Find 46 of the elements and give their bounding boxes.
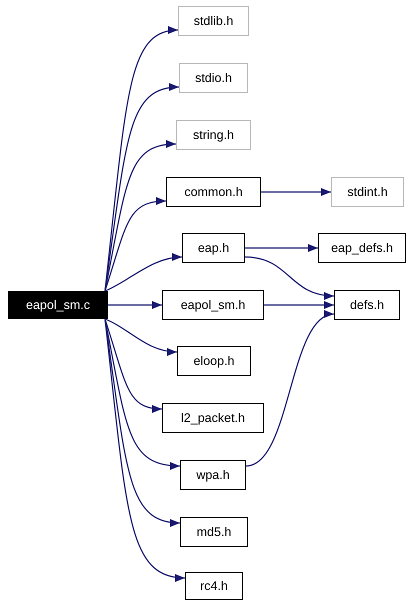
arrow	[104, 318, 186, 581]
source-file-box	[8, 291, 108, 319]
header-file-box	[166, 177, 261, 207]
header-file-box	[179, 63, 248, 93]
arrow	[104, 318, 180, 470]
header-file-box	[162, 290, 264, 320]
arrow	[244, 256, 334, 300]
arrow	[108, 301, 162, 309]
file-name: rc4.h	[200, 580, 228, 592]
header-file-box	[331, 177, 404, 207]
header-file-box	[162, 403, 264, 433]
file-name: string.h	[193, 128, 234, 142]
arrow	[246, 312, 334, 467]
file-name: md5.h	[196, 526, 232, 538]
file-name: eloop.h	[193, 354, 234, 368]
arrow	[264, 301, 334, 309]
file-name: wpa.h	[196, 468, 230, 482]
arrow	[104, 140, 176, 292]
arrow	[104, 318, 178, 356]
arrow	[104, 254, 182, 292]
file-name: l2_packet.h	[181, 412, 245, 424]
header-file-box	[318, 233, 406, 263]
header-file-box	[185, 572, 243, 600]
arrow	[104, 84, 180, 292]
header-file-box	[177, 346, 251, 376]
header-file-box	[176, 120, 251, 150]
header-file-box	[180, 517, 248, 547]
header-file-box	[182, 233, 245, 263]
arrow	[104, 27, 178, 292]
file-name: stdint.h	[347, 186, 388, 198]
arrow	[261, 188, 331, 196]
arrow	[104, 318, 162, 412]
header-file-box	[178, 6, 249, 36]
file-name: defs.h	[350, 298, 384, 312]
file-name: eapol_sm.h	[180, 298, 246, 312]
file-name: common.h	[184, 186, 243, 198]
header-file-box	[180, 460, 246, 490]
file-name: eapol_sm.c	[26, 298, 90, 312]
header-file-box	[334, 290, 400, 320]
arrow	[104, 198, 166, 292]
file-name: stdlib.h	[194, 14, 234, 28]
arrow	[245, 244, 318, 252]
file-name: eap.h	[198, 242, 230, 254]
arrow	[104, 318, 180, 526]
file-name: stdio.h	[195, 72, 232, 84]
file-name: eap_defs.h	[331, 242, 393, 254]
